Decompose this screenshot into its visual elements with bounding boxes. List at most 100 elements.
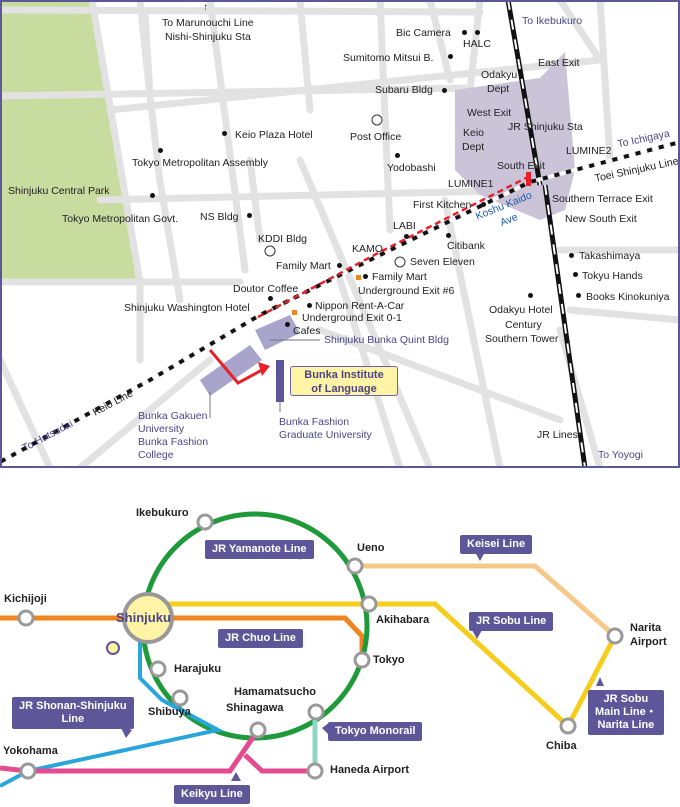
underground-route bbox=[257, 174, 531, 319]
node-ueno bbox=[346, 557, 364, 575]
sobu-main-line bbox=[565, 634, 618, 728]
subaru-dot bbox=[442, 88, 447, 93]
tma-dot bbox=[158, 148, 163, 153]
jr-shinjuku-sta-label: JR Shinjuku Sta bbox=[508, 121, 583, 133]
hub-shinjuku-label: Shinjuku bbox=[116, 610, 171, 625]
takashimaya-label: Takashimaya bbox=[579, 250, 641, 262]
books-kinokuniya-dot bbox=[576, 293, 581, 298]
keisei-line bbox=[356, 563, 617, 638]
station-shinagawa: Shinagawa bbox=[226, 702, 284, 714]
bunka-gakuen-label-2: University bbox=[138, 423, 185, 435]
books-kinokuniya-label: Books Kinokuniya bbox=[586, 291, 670, 303]
station-akihabara: Akihabara bbox=[376, 614, 430, 626]
keikyu-line bbox=[0, 728, 261, 774]
century-label: Century bbox=[505, 319, 542, 331]
station-ueno: Ueno bbox=[357, 542, 385, 554]
odakyu-dept-label-2: Dept bbox=[487, 83, 510, 95]
bunka-grad-label-1: Bunka Fashion bbox=[279, 416, 350, 428]
jr-lines-label: JR Lines bbox=[537, 429, 578, 441]
station-chiba: Chiba bbox=[546, 740, 577, 752]
kddi-post-icon bbox=[264, 245, 276, 257]
halc-dot bbox=[475, 30, 480, 35]
quint-bldg-label: Shinjuku Bunka Quint Bldg bbox=[324, 334, 449, 346]
doutor-dot bbox=[268, 296, 273, 301]
nishi-shinjuku-label: Nishi-Shinjuku Sta bbox=[165, 31, 251, 43]
seven-eleven-post-icon bbox=[394, 256, 406, 268]
walk-arrow bbox=[258, 362, 270, 376]
odakyu-hotel-dot bbox=[528, 293, 533, 298]
grad-univ-building bbox=[276, 360, 284, 402]
node-yokohama bbox=[19, 762, 37, 780]
first-kitchen-label: First Kitchen bbox=[413, 199, 472, 211]
nippon-rent-dot bbox=[307, 303, 312, 308]
station-hamamatsucho: Hamamatsucho bbox=[234, 686, 316, 698]
family-mart-1-dot bbox=[337, 263, 342, 268]
first-kitchen-dot bbox=[481, 202, 486, 207]
bunka-gakuen-label-4: College bbox=[138, 449, 174, 461]
central-park-area bbox=[0, 0, 140, 282]
kddi-label: KDDI Bldg bbox=[258, 233, 308, 245]
node-shinagawa bbox=[249, 721, 267, 739]
tag-keikyu: Keikyu Line bbox=[174, 785, 250, 804]
node-akihabara bbox=[360, 595, 378, 613]
seven-eleven-label: Seven Eleven bbox=[410, 256, 475, 268]
station-harajuku: Harajuku bbox=[174, 663, 222, 675]
callout-line-1: Bunka Institute bbox=[304, 369, 384, 381]
tag-sobu-main-line-1: JR Sobu bbox=[603, 693, 649, 705]
station-kichijoji: Kichijoji bbox=[4, 593, 47, 605]
subaru-label: Subaru Bldg bbox=[375, 84, 433, 96]
washington-hotel-label: Shinjuku Washington Hotel bbox=[124, 302, 250, 314]
to-yoyogi-label: To Yoyogi bbox=[598, 449, 643, 461]
station-nodes bbox=[17, 513, 624, 780]
labi-label: LABI bbox=[393, 220, 416, 232]
tag-yamanote: JR Yamanote Line bbox=[205, 540, 314, 559]
ns-bldg-label: NS Bldg bbox=[200, 211, 239, 223]
cafes-label: Cafes bbox=[293, 325, 321, 337]
tmg-dot bbox=[150, 193, 155, 198]
takashimaya-dot bbox=[569, 253, 574, 258]
bunka-gakuen-building bbox=[200, 345, 262, 396]
family-mart-2-label: Family Mart bbox=[372, 271, 427, 283]
arrow-up-icon: ↑ bbox=[203, 2, 208, 13]
keio-plaza-label: Keio Plaza Hotel bbox=[235, 129, 313, 141]
area-map-graphics bbox=[0, 0, 680, 468]
tag-shonan-line-1: JR Shonan-Shinjuku bbox=[19, 700, 127, 712]
underground-exit-6-label: Underground Exit #6 bbox=[358, 285, 455, 297]
post-office-label: Post Office bbox=[350, 131, 402, 143]
south-exit-marker bbox=[526, 172, 531, 186]
tokyu-hands-label: Tokyu Hands bbox=[582, 270, 643, 282]
bunka-institute-callout: Bunka Institute of Language bbox=[290, 366, 398, 396]
post-office-icon bbox=[371, 114, 383, 126]
sumitomo-dot bbox=[448, 54, 453, 59]
west-exit-label: West Exit bbox=[467, 107, 512, 119]
station-tokyo: Tokyo bbox=[373, 654, 405, 666]
bunka-gakuen-label-1: Bunka Gakuen bbox=[138, 410, 208, 422]
tag-shonan-line-2: Line bbox=[61, 713, 85, 725]
exit01-marker bbox=[292, 310, 297, 315]
nippon-rent-label: Nippon Rent-A-Car bbox=[315, 300, 405, 312]
odakyu-dept-label: Odakyu bbox=[481, 69, 518, 81]
tag-sobu-main: JR Sobu Main Line・ Narita Line bbox=[588, 690, 664, 735]
family-mart-2-dot bbox=[363, 274, 368, 279]
park-label: Shinjuku Central Park bbox=[8, 185, 110, 197]
bunka-gakuen-label-3: Bunka Fashion bbox=[138, 436, 209, 448]
lumine2-label: LUMINE2 bbox=[566, 145, 612, 157]
jr-track-north bbox=[505, 0, 543, 186]
node-haneda bbox=[306, 762, 324, 780]
area-map: ↑ To Marunouchi Line Nishi-Shinjuku Sta … bbox=[0, 0, 680, 468]
walk-route bbox=[208, 349, 263, 385]
east-exit-label: East Exit bbox=[538, 57, 580, 69]
node-hamamatsucho bbox=[307, 703, 325, 721]
sumitomo-label: Sumitomo Mitsui B. bbox=[343, 52, 434, 64]
bunka-grad-label-2: Graduate University bbox=[279, 429, 372, 441]
southern-tower-label: Southern Tower bbox=[485, 333, 559, 345]
keio-dept-label-2: Dept bbox=[462, 141, 485, 153]
cafes-dot bbox=[285, 322, 290, 327]
tag-sobu-main-line-3: Narita Line bbox=[597, 719, 655, 731]
keio-plaza-dot bbox=[222, 131, 227, 136]
rail-network-graphics bbox=[0, 511, 624, 788]
keio-line bbox=[0, 140, 680, 464]
jr-track-south-dash bbox=[544, 184, 586, 468]
tma-label: Tokyo Metropolitan Assembly bbox=[132, 157, 268, 169]
node-harajuku bbox=[149, 660, 167, 678]
